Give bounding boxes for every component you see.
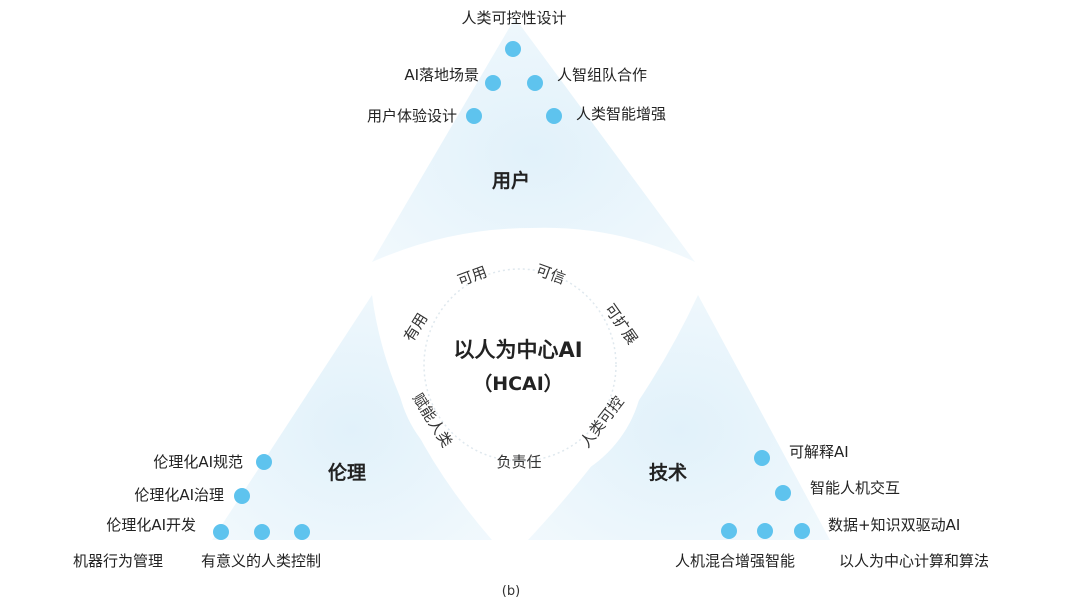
dot-user-augmentation [546,108,562,124]
dot-ethics-gov [234,488,250,504]
ethics-item-gov: 伦理化AI治理 [134,486,224,504]
tech-item-hybrid: 人机混合增强智能 [675,552,795,570]
ethics-item-machine-behavior: 机器行为管理 [73,552,163,570]
dot-user-ux-design [466,108,482,124]
center-subtitle: （HCAI） [473,372,563,395]
dot-ethics-dev [213,524,229,540]
section-label-ethics: 伦理 [328,461,366,484]
dot-ethics-control [294,524,310,540]
dot-tech-data-knowledge [794,523,810,539]
user-item-augmentation: 人类智能增强 [576,105,666,123]
user-item-hc-design: 人类可控性设计 [461,9,566,27]
ethics-panel [212,295,492,540]
user-item-human-ai-team: 人智组队合作 [557,66,647,84]
dot-ethics-machine [254,524,270,540]
figure-caption: (b) [502,584,520,599]
ethics-item-norms: 伦理化AI规范 [153,453,243,471]
dot-user-human-ai-team [527,75,543,91]
user-item-ux-design: 用户体验设计 [367,107,457,125]
center-ring [423,268,617,462]
dot-user-ai-scenarios [485,75,501,91]
section-label-tech: 技术 [649,461,687,484]
dot-user-hc-design [505,41,521,57]
dot-ethics-norms [256,454,272,470]
user-item-ai-scenarios: AI落地场景 [404,66,479,84]
tech-item-hc-computing: 以人为中心计算和算法 [839,552,989,570]
dot-tech-explainable [754,450,770,466]
ethics-item-meaningful-control: 有意义的人类控制 [201,552,321,570]
tech-item-explainable: 可解释AI [789,443,849,461]
tech-panel [528,295,830,540]
dot-tech-hci [775,485,791,501]
ring-label-responsible: 负责任 [496,453,541,471]
center-title: 以人为中心AI [453,338,582,362]
tech-item-data-knowledge: 数据+知识双驱动AI [828,516,960,534]
user-panel [372,18,695,262]
center-circle [396,241,644,489]
dot-tech-hybrid [721,523,737,539]
section-label-user: 用户 [492,169,530,192]
dot-tech-hc-computing [757,523,773,539]
ethics-item-dev: 伦理化AI开发 [106,516,196,534]
tech-item-hci: 智能人机交互 [810,479,900,497]
